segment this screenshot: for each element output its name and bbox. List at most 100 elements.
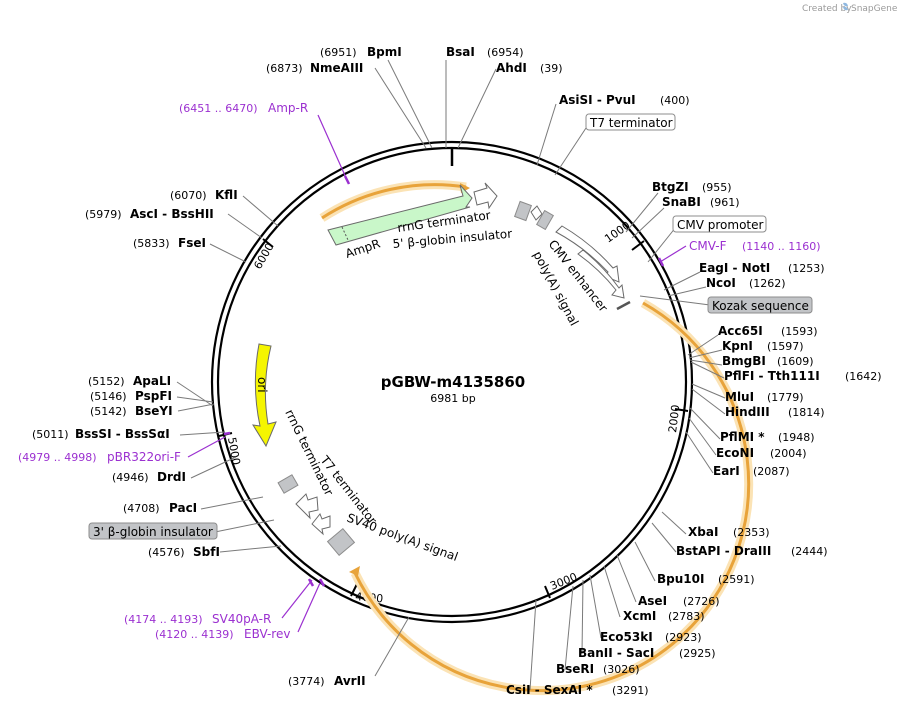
site-label[interactable]: PflMI * (720, 430, 765, 444)
site-label[interactable]: BmgBI (722, 354, 766, 368)
tick-2000: 2000 (666, 404, 682, 433)
site-pos: (1779) (767, 391, 804, 404)
site-label[interactable]: EcoNI (716, 446, 754, 460)
site-pos: (5142) (90, 405, 127, 418)
primer-pos: (4174 .. 4193) (124, 613, 203, 626)
backbone-outer (210, 140, 694, 624)
globin3-label[interactable]: 3' β-globin insulator (93, 525, 213, 539)
primer-label[interactable]: SV40pA-R (212, 612, 271, 626)
site-label[interactable]: BstAPI - DraIII (676, 544, 771, 558)
site-pos: (3291) (612, 684, 649, 697)
site-label[interactable]: Eco53kI (600, 630, 653, 644)
site-label[interactable]: AscI - BssHII (130, 207, 214, 221)
site-pos: (1948) (778, 431, 815, 444)
site-label[interactable]: KflI (215, 188, 238, 202)
site-label[interactable]: HindIII (725, 405, 770, 419)
site-pos: (961) (710, 196, 740, 209)
primer-label[interactable]: CMV-F (689, 239, 727, 253)
primer-leader-lines (187, 114, 687, 633)
site-pos: (5152) (88, 375, 125, 388)
site-label[interactable]: KpnI (722, 339, 753, 353)
sv40-box-icon (326, 527, 356, 557)
site-pos: (1642) (845, 370, 882, 383)
snapgene-logo-icon (843, 2, 848, 11)
site-pos: (3774) (288, 675, 325, 688)
site-pos: (4576) (148, 546, 185, 559)
kozak-mark (616, 300, 631, 311)
credit-text: Created by (802, 4, 852, 14)
site-label[interactable]: XbaI (688, 525, 718, 539)
site-label[interactable]: ApaLI (133, 374, 171, 388)
site-pos: (6954) (487, 46, 524, 59)
site-pos: (6070) (170, 189, 207, 202)
t7-left-arrow-icon (295, 493, 319, 520)
site-label[interactable]: PspFI (135, 389, 172, 403)
t7-top-icon (530, 205, 543, 221)
primer-marks (223, 175, 665, 587)
site-label[interactable]: AsiSI - PvuI (559, 93, 636, 107)
site-pos: (2004) (770, 447, 807, 460)
site-pos: (5833) (133, 237, 170, 250)
site-label[interactable]: BtgZI (652, 180, 689, 194)
site-label[interactable]: Bpu10I (657, 572, 704, 586)
sv40-left-arrow-icon (311, 513, 331, 536)
site-pos: (1262) (749, 277, 786, 290)
site-label[interactable]: SnaBI (662, 195, 701, 209)
site-pos: (1253) (788, 262, 825, 275)
site-label[interactable]: CsiI - SexAI * (506, 683, 593, 697)
site-label[interactable]: AvrII (334, 674, 366, 688)
site-pos: (4946) (112, 471, 149, 484)
site-label[interactable]: MluI (725, 390, 754, 404)
site-label[interactable]: EagI - NotI (699, 261, 770, 275)
plasmid-size: 6981 bp (430, 392, 475, 405)
site-label[interactable]: NmeAIII (310, 61, 363, 75)
primer-label[interactable]: Amp-R (268, 101, 308, 115)
site-pos: (39) (540, 62, 563, 75)
site-label[interactable]: BseYI (135, 404, 173, 418)
site-label[interactable]: DrdI (157, 470, 186, 484)
site-pos: (2591) (718, 573, 755, 586)
site-pos: (3026) (603, 663, 640, 676)
site-label[interactable]: BseRI (556, 662, 594, 676)
rrng-top-arrow-icon (473, 182, 498, 210)
site-pos: (955) (702, 181, 732, 194)
site-label[interactable]: EarI (713, 464, 740, 478)
site-pos: (5146) (90, 390, 127, 403)
site-label[interactable]: XcmI (623, 609, 656, 623)
site-label[interactable]: AseI (638, 594, 667, 608)
cmv-promoter-box (672, 215, 767, 233)
site-label[interactable]: NcoI (706, 276, 736, 290)
cmv-enhancer-arrow (555, 225, 620, 283)
globin5-box2-icon (535, 209, 555, 231)
site-pos: (1814) (788, 406, 825, 419)
site-label[interactable]: AhdI (496, 61, 527, 75)
site-pos: (2925) (679, 647, 716, 660)
site-label[interactable]: Acc65I (718, 324, 763, 338)
t7-terminator-box (585, 113, 676, 131)
site-pos: (6951) (320, 46, 357, 59)
primer-label[interactable]: pBR322ori-F (107, 450, 181, 464)
plasmid-name: pGBW-m4135860 (381, 373, 525, 391)
site-pos: (2444) (791, 545, 828, 558)
site-label[interactable]: BpmI (367, 45, 402, 59)
site-pos: (1609) (777, 355, 814, 368)
site-label[interactable]: BsaI (446, 45, 475, 59)
kozak-box (707, 296, 813, 314)
primer-label[interactable]: EBV-rev (244, 627, 290, 641)
site-label[interactable]: BssSI - BssSαI (75, 427, 170, 441)
site-label[interactable]: FseI (178, 236, 206, 250)
ampr-arrow (327, 184, 473, 246)
globin3-box (88, 522, 218, 540)
cmv-promoter-label[interactable]: CMV promoter (677, 218, 764, 232)
kozak-label[interactable]: Kozak sequence (712, 299, 809, 313)
globin5-box-icon (513, 200, 533, 222)
rrng-left-box-icon (277, 474, 299, 494)
site-label[interactable]: SbfI (193, 545, 220, 559)
t7-terminator-label[interactable]: T7 terminator (589, 116, 673, 130)
site-label[interactable]: PacI (169, 501, 197, 515)
site-pos: (4708) (123, 502, 160, 515)
site-label[interactable]: BanII - SacI (578, 646, 654, 660)
site-label[interactable]: PflFI - Tth111I (724, 369, 820, 383)
label-sv40: SV40 poly(A) signal (345, 511, 460, 564)
